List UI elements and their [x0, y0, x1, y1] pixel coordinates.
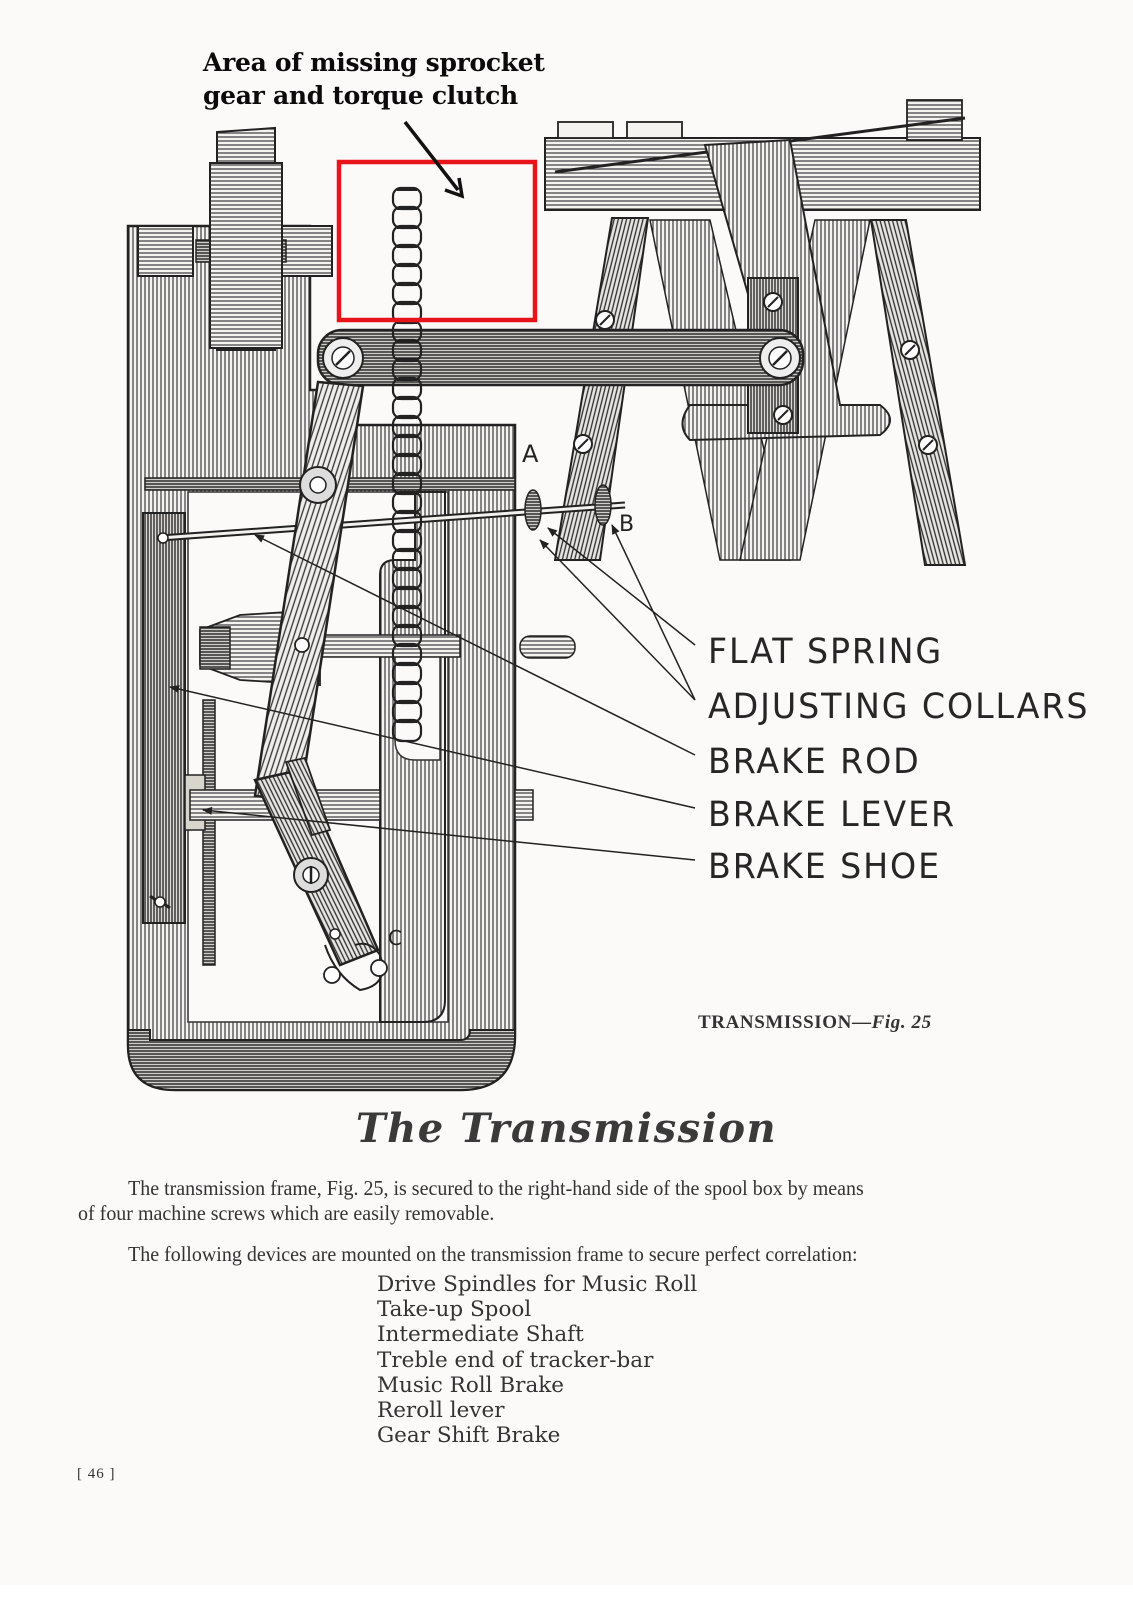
- label-b: B: [619, 512, 634, 537]
- callout-brake-rod: BRAKE ROD: [708, 742, 921, 782]
- transmission-diagram: A B C: [126, 99, 981, 1092]
- take-up-spool-gear: [137, 126, 333, 351]
- chain-link: [391, 243, 423, 268]
- device-list: Drive Spindles for Music Roll Take-up Sp…: [377, 1272, 697, 1448]
- annotation-line-2: gear and torque clutch: [203, 81, 518, 110]
- device-item: Gear Shift Brake: [377, 1423, 561, 1449]
- callout-adjusting-collars: ADJUSTING COLLARS: [708, 687, 1090, 727]
- figure-caption-title: TRANSMISSION—: [698, 1012, 872, 1033]
- paragraph-2: The following devices are mounted on the…: [128, 1242, 858, 1266]
- paragraph-1-line-1: The transmission frame, Fig. 25, is secu…: [128, 1176, 864, 1200]
- sprocket-chain: [391, 186, 423, 743]
- device-item: Treble end of tracker-bar: [377, 1347, 654, 1373]
- annotation-arrow-icon: [403, 120, 465, 199]
- figure-caption-number: Fig. 25: [871, 1012, 932, 1033]
- label-a: A: [522, 440, 539, 468]
- annotation-line-1: Area of missing sprocket: [203, 48, 545, 77]
- callout-flat-spring: FLAT SPRING: [708, 632, 944, 672]
- chain-link: [391, 205, 423, 230]
- device-item: Music Roll Brake: [377, 1372, 565, 1398]
- highlight-box: [336, 159, 538, 323]
- device-item: Reroll lever: [377, 1398, 505, 1424]
- connecting-link: [316, 328, 805, 387]
- label-c: C: [388, 926, 402, 950]
- device-item: Take-up Spool: [377, 1297, 532, 1323]
- page-number: [ 46 ]: [77, 1466, 116, 1482]
- adjusting-collar-b: [594, 484, 612, 526]
- chain-link: [391, 224, 423, 249]
- bracket-screws: [573, 292, 938, 455]
- chain-link: [391, 395, 423, 420]
- callout-brake-lever: BRAKE LEVER: [708, 795, 956, 835]
- device-item: Intermediate Shaft: [377, 1322, 584, 1348]
- paragraph-1-line-2: of four machine screws which are easily …: [78, 1201, 495, 1225]
- chain-link: [391, 281, 423, 306]
- section-heading: The Transmission: [355, 1105, 778, 1152]
- adjusting-collar-a: [524, 489, 542, 531]
- callout-leaders: [169, 524, 696, 861]
- chain-link: [391, 186, 423, 211]
- tracker-bar-bracket: [544, 99, 981, 566]
- figure-caption: TRANSMISSION—Fig. 25: [698, 1012, 932, 1034]
- annotation-label: Area of missing sprocket gear and torque…: [203, 46, 563, 112]
- device-item: Drive Spindles for Music Roll: [377, 1272, 698, 1297]
- chain-link: [391, 262, 423, 287]
- callout-brake-shoe: BRAKE SHOE: [708, 847, 941, 887]
